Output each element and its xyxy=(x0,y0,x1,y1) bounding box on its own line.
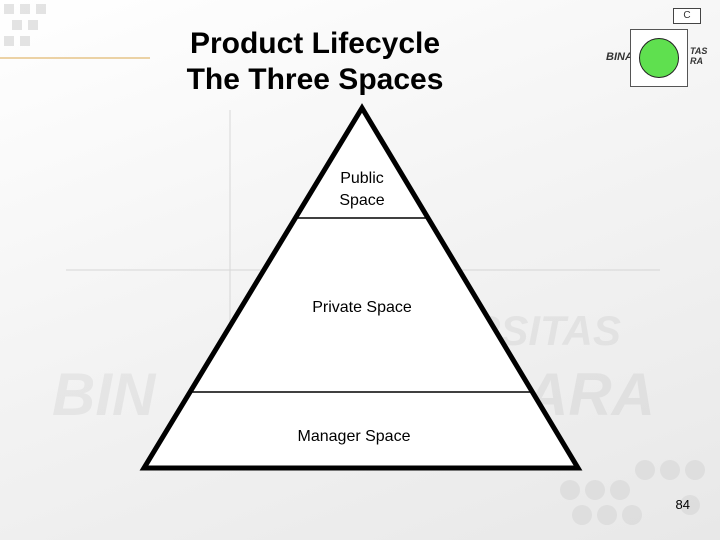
layer-manager-label: Manager Space xyxy=(298,428,411,445)
slide-title: Product Lifecycle The Three Spaces xyxy=(150,26,480,98)
watermark-text-2: BIN xyxy=(52,361,157,428)
decor-hexes xyxy=(4,4,705,525)
logo-text-right-line1: TAS xyxy=(690,46,708,56)
logo-text-right: TAS RA xyxy=(690,46,707,66)
page-number: 84 xyxy=(675,497,690,512)
logo-text-right-line2: RA xyxy=(690,56,703,66)
logo-text-left: BINA xyxy=(606,51,633,63)
title-line-1: Product Lifecycle xyxy=(189,27,441,60)
logo-box xyxy=(630,29,688,87)
green-circle-icon xyxy=(639,38,679,78)
title-line-2: The Three Spaces xyxy=(186,63,444,96)
layer-public-line-2: Space xyxy=(339,192,384,209)
layer-private-label: Private Space xyxy=(312,299,412,316)
pyramid-outline xyxy=(139,103,583,471)
corner-icon: C xyxy=(673,8,701,24)
layer-public-line-1: Public xyxy=(340,170,384,187)
